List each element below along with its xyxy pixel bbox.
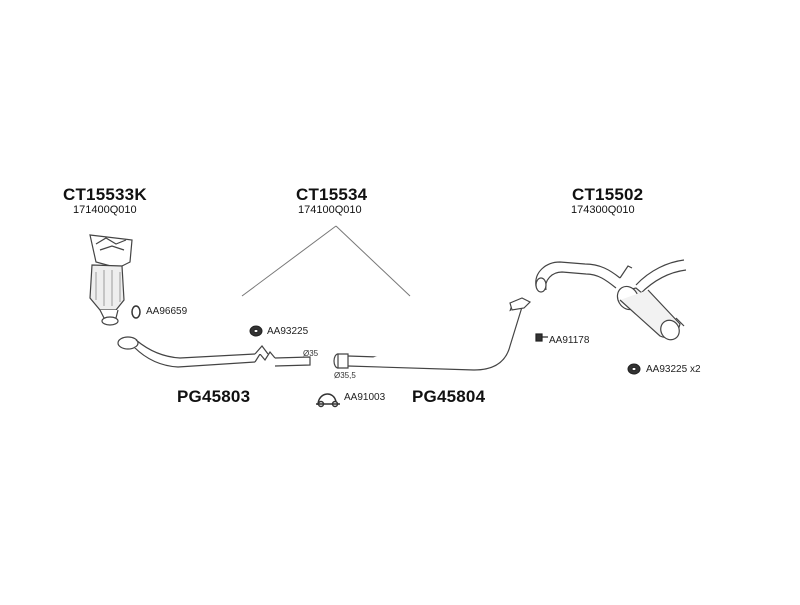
gasket-icon[interactable] [131,305,141,319]
gasket-label: AA96659 [146,306,188,317]
hanger-label: AA91178 [549,335,590,346]
mount-rear-qty: x2 [689,364,701,375]
rear-part-number[interactable]: CT15502 [572,185,644,204]
mount-rear-code: AA93225 [646,364,688,375]
front-pipe[interactable] [117,336,311,368]
clamp-icon[interactable] [316,393,340,408]
diameter-mid-label: Ø35,5 [334,371,356,380]
rear-oem-number: 174300Q010 [571,204,635,216]
hanger-icon[interactable] [535,333,548,342]
cat2-pointer-lines [241,225,411,297]
mount-mid-label: AA93225 [267,326,309,337]
cat1-oem-number: 171400Q010 [73,204,137,216]
catalytic-converter-cat1[interactable] [89,234,133,326]
mount-rear-label: AA93225 x2 [646,364,701,375]
rubber-mount-icon[interactable] [249,325,263,337]
rubber-mount-rear-icon[interactable] [627,363,641,375]
rear-silencer[interactable] [535,259,687,343]
mid-pipe-part-number[interactable]: PG45804 [412,387,486,406]
diameter-front-label: Ø35 [303,349,319,358]
cat2-part-number[interactable]: CT15534 [296,185,368,204]
front-pipe-part-number[interactable]: PG45803 [177,387,251,406]
cat1-part-number[interactable]: CT15533K [63,185,147,204]
cat2-oem-number: 174100Q010 [298,204,362,216]
clamp-label: AA91003 [344,392,386,403]
mid-pipe[interactable] [333,297,532,371]
